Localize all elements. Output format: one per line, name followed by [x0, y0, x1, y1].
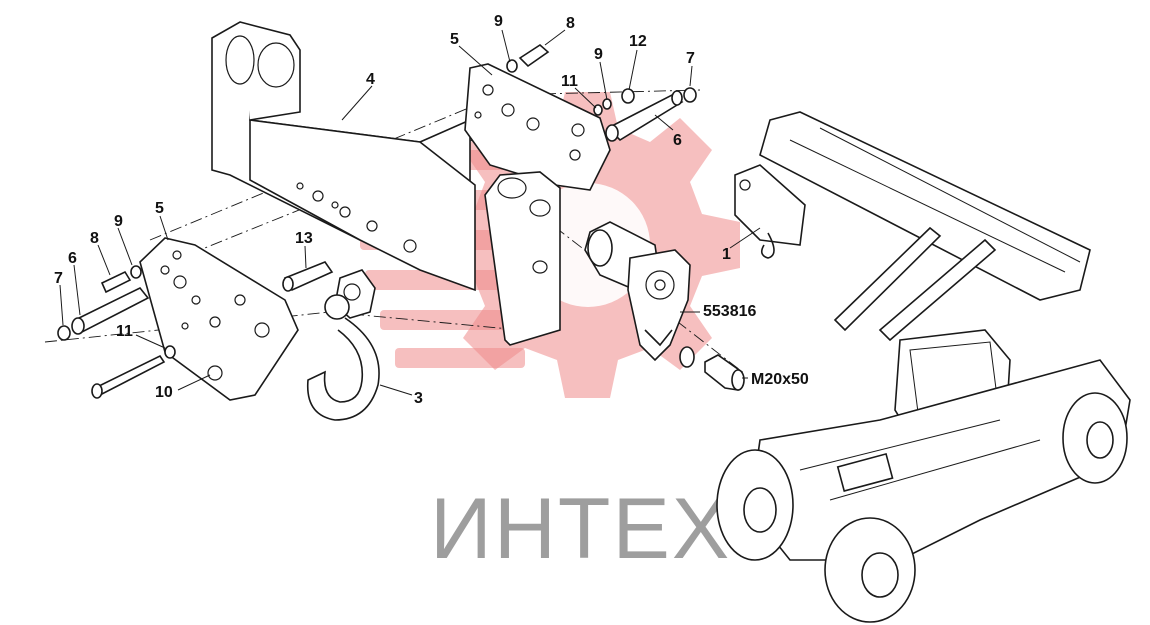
- callout-3: 3: [414, 390, 423, 407]
- pin-part-13: [282, 261, 334, 292]
- callout-11-top: 11: [561, 73, 578, 90]
- callout-13: 13: [295, 230, 313, 247]
- callout-leader-lines: [59, 29, 761, 396]
- callout-bolt-size: M20x50: [751, 371, 809, 388]
- callout-9-mid: 9: [594, 46, 603, 63]
- bolt-part-8-left: [100, 265, 142, 294]
- bolt-m20x50: [679, 346, 745, 391]
- callout-6-top: 6: [673, 132, 682, 149]
- pin-part-6-left: [57, 286, 150, 341]
- side-plate-part-5-top: [464, 63, 611, 191]
- bolt-part-8-top: [506, 43, 550, 73]
- callout-6-left: 6: [68, 250, 77, 267]
- callout-5-left: 5: [155, 200, 164, 217]
- callout-4: 4: [366, 71, 375, 88]
- callout-7-top: 7: [686, 50, 695, 67]
- callout-8-top: 8: [566, 15, 575, 32]
- callout-7-left: 7: [54, 270, 63, 287]
- bolt-part-10: [91, 345, 176, 399]
- lifting-lug-upright: [484, 171, 561, 346]
- rotator-cylinder-553816: [584, 221, 691, 362]
- frame-beam-part-4: [211, 21, 476, 292]
- callout-8-left: 8: [90, 230, 99, 247]
- hook-part-3: [306, 269, 380, 421]
- reach-stacker-vehicle: [716, 111, 1131, 623]
- callout-10: 10: [155, 384, 173, 401]
- callout-part-number: 553816: [703, 303, 756, 320]
- callout-12: 12: [629, 33, 647, 50]
- callout-9-left: 9: [114, 213, 123, 230]
- callout-11-left: 11: [116, 323, 133, 340]
- side-plate-part-5-left: [139, 237, 299, 401]
- callout-1: 1: [722, 246, 731, 263]
- callout-5-top: 5: [450, 31, 459, 48]
- callout-9-top: 9: [494, 13, 503, 30]
- watermark-brand-text: ИНТЕХ: [430, 481, 731, 577]
